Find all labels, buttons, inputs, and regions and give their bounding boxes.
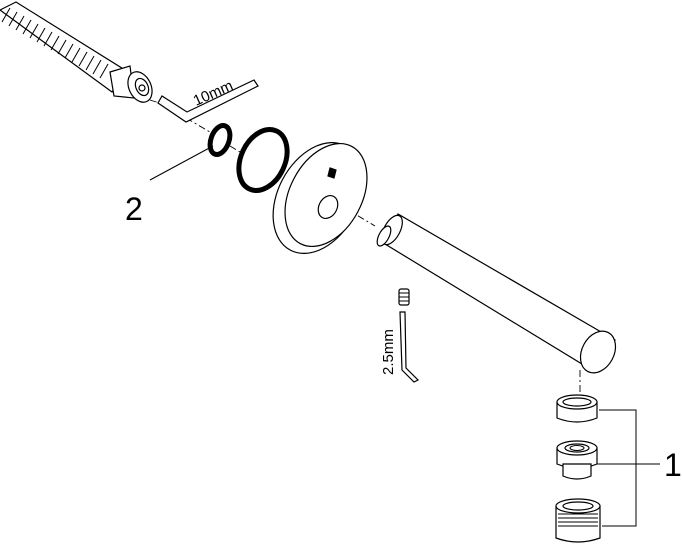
aerator-ring <box>556 394 598 423</box>
grub-screw <box>398 288 410 306</box>
assembly-axis <box>149 99 581 392</box>
dimension-label-2-5mm: 2.5mm <box>380 329 397 375</box>
aerator-housing <box>555 498 601 543</box>
hose-fitting <box>109 65 153 103</box>
callout-2-leader <box>149 145 214 181</box>
large-o-ring <box>236 127 290 193</box>
spout <box>376 213 617 374</box>
callout-2-label: 2 <box>125 191 143 227</box>
small-o-ring <box>207 123 233 157</box>
wall-rosette <box>272 142 368 254</box>
flexible-hose <box>0 1 126 93</box>
hex-key-2-5mm-icon <box>399 311 420 383</box>
aerator-insert <box>556 440 598 480</box>
hex-key-10mm-icon <box>157 79 259 123</box>
callout-1-label: 1 <box>664 447 682 483</box>
callout-1-bracket <box>597 409 660 527</box>
